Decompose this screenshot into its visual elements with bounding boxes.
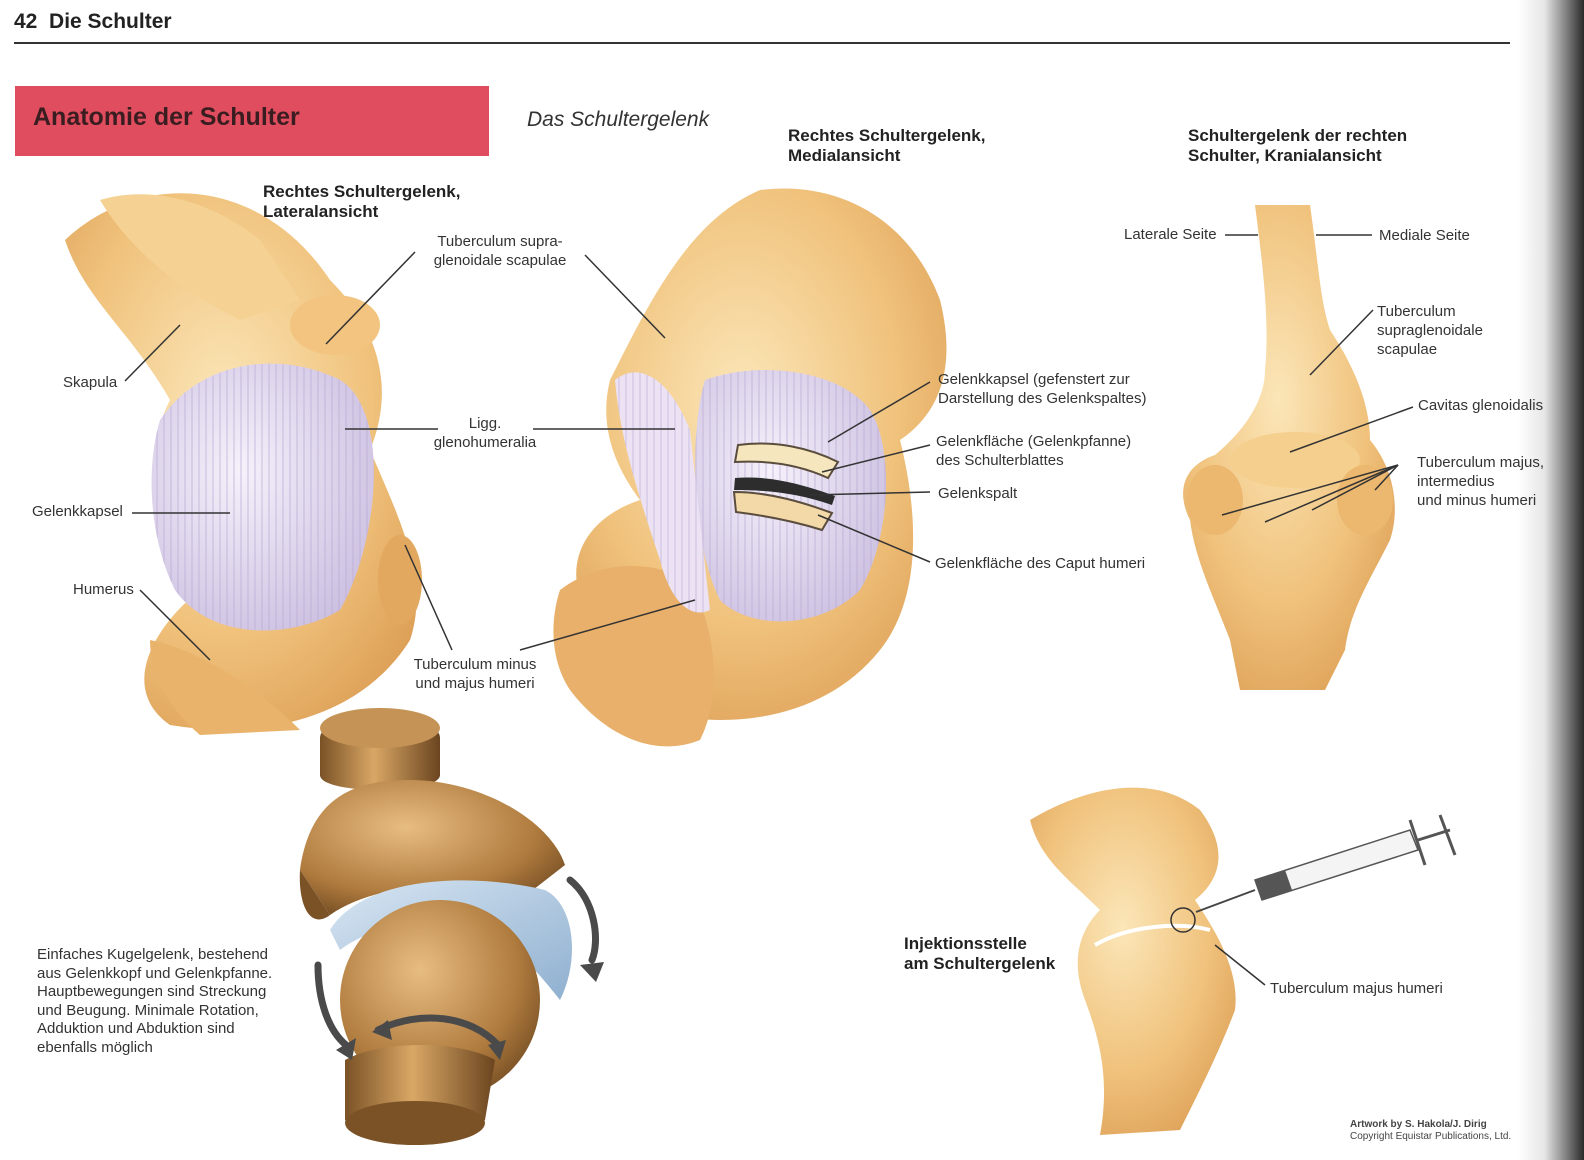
label-line: scapulae: [1377, 341, 1438, 358]
lateral-heading: Rechtes Schultergelenk, Lateralansicht: [263, 182, 460, 222]
page-header: 42 Die Schulter: [14, 10, 172, 34]
description-line: Adduktion und Abduktion sind: [37, 1020, 235, 1037]
label-line: Gelenkkapsel (gefenstert zur: [938, 371, 1130, 388]
label-line: glenoidale scapulae: [433, 252, 567, 269]
description-line: Einfaches Kugelgelenk, bestehend: [37, 946, 269, 963]
label-laterale-seite: Laterale Seite: [1124, 226, 1217, 243]
syringe-icon: [1195, 814, 1457, 913]
label-line: und minus humeri: [1417, 492, 1537, 509]
label-tuberculum-majus-intermedius: Tuberculum majus, intermedius und minus …: [1417, 453, 1544, 510]
medial-heading: Rechtes Schultergelenk, Medialansicht: [788, 126, 985, 166]
injection-illustration: [1030, 787, 1236, 1135]
label-line: supraglenoidale: [1377, 322, 1483, 339]
description-line: ebenfalls möglich: [37, 1038, 153, 1056]
lateral-heading-line2: Lateralansicht: [263, 202, 379, 221]
label-cavitas-glenoidalis: Cavitas glenoidalis: [1418, 397, 1544, 414]
label-tuberculum-supraglenoidale-cranial: Tuberculum supraglenoidale scapulae: [1377, 302, 1483, 359]
label-gelenkflaeche-pfanne: Gelenkfläche (Gelenkpfanne) des Schulter…: [936, 432, 1131, 470]
page-binding-shadow: [1518, 0, 1584, 1160]
medial-view-illustration: [553, 188, 947, 747]
label-line: Tuberculum supra-: [437, 233, 563, 250]
label-line: Gelenkfläche (Gelenkpfanne): [936, 433, 1132, 450]
label-tuberculum-majus-humeri: Tuberculum majus humeri: [1270, 980, 1443, 997]
credit-line1: Artwork by S. Hakola/J. Dirig: [1350, 1119, 1511, 1131]
label-gelenkkapsel-gefenstert: Gelenkkapsel (gefenstert zur Darstellung…: [938, 370, 1146, 408]
label-skapula: Skapula: [63, 374, 118, 391]
label-line: Tuberculum minus: [413, 656, 537, 673]
label-line: glenohumeralia: [433, 434, 537, 451]
lateral-heading-line1: Rechtes Schultergelenk,: [263, 182, 461, 201]
section-title: Anatomie der Schulter: [33, 103, 300, 131]
description-line: und Beugung. Minimale Rotation,: [37, 1001, 259, 1019]
cranial-view-illustration: [1183, 205, 1395, 690]
cranial-heading-line1: Schultergelenk der rechten: [1188, 126, 1408, 145]
label-line: intermedius: [1417, 473, 1495, 490]
motion-arrows-icon: [314, 876, 599, 1049]
label-mediale-seite: Mediale Seite: [1379, 227, 1470, 244]
label-gelenkflaeche-caput: Gelenkfläche des Caput humeri: [935, 555, 1146, 572]
label-line: und majus humeri: [415, 675, 535, 692]
label-line: Darstellung des Gelenkspaltes): [938, 390, 1147, 407]
artwork-credit: Artwork by S. Hakola/J. Dirig Copyright …: [1350, 1119, 1511, 1143]
description-line: aus Gelenkkopf und Gelenkpfanne.: [37, 964, 273, 982]
label-humerus: Humerus: [73, 581, 134, 598]
label-ligg-glenohumeralia: Ligg. glenohumeralia: [420, 414, 550, 452]
medial-heading-line1: Rechtes Schultergelenk,: [788, 126, 986, 145]
section-banner: [15, 86, 489, 156]
leader-lines: [124, 234, 1414, 986]
ball-joint-description: Einfaches Kugelgelenk, bestehend aus Gel…: [37, 946, 307, 1057]
medial-heading-line2: Medialansicht: [788, 146, 901, 165]
section-subtitle: Das Schultergelenk: [527, 108, 710, 131]
chapter-title: Die Schulter: [49, 10, 172, 33]
description-line: Hauptbewegungen sind Streckung: [37, 983, 267, 1000]
ball-joint-illustration: [299, 708, 572, 1145]
label-line: Tuberculum majus,: [1417, 454, 1544, 471]
credit-artists: Artwork by S. Hakola/J. Dirig: [1350, 1119, 1487, 1130]
header-rule: [14, 42, 1510, 44]
injection-heading-line1: Injektionsstelle: [904, 934, 1027, 953]
label-line: des Schulterblattes: [936, 452, 1064, 469]
cranial-heading-line2: Schulter, Kranialansicht: [1188, 146, 1382, 165]
label-gelenkspalt: Gelenkspalt: [938, 485, 1018, 502]
label-tuberculum-minus-majus: Tuberculum minus und majus humeri: [400, 655, 550, 693]
credit-line2: Copyright Equistar Publications, Ltd.: [1350, 1131, 1512, 1142]
label-line: Ligg.: [468, 415, 502, 432]
label-tuberculum-supraglenoidale: Tuberculum supra- glenoidale scapulae: [415, 232, 585, 270]
label-line: Tuberculum: [1377, 303, 1456, 320]
lateral-view-illustration: [65, 193, 422, 735]
injection-heading-line2: am Schultergelenk: [904, 954, 1056, 973]
arrow-heads-icon: [336, 962, 604, 1060]
label-gelenkkapsel: Gelenkkapsel: [32, 503, 123, 520]
page-number: 42: [14, 10, 38, 33]
cranial-heading: Schultergelenk der rechten Schulter, Kra…: [1188, 126, 1407, 166]
injection-heading: Injektionsstelle am Schultergelenk: [904, 934, 1055, 974]
